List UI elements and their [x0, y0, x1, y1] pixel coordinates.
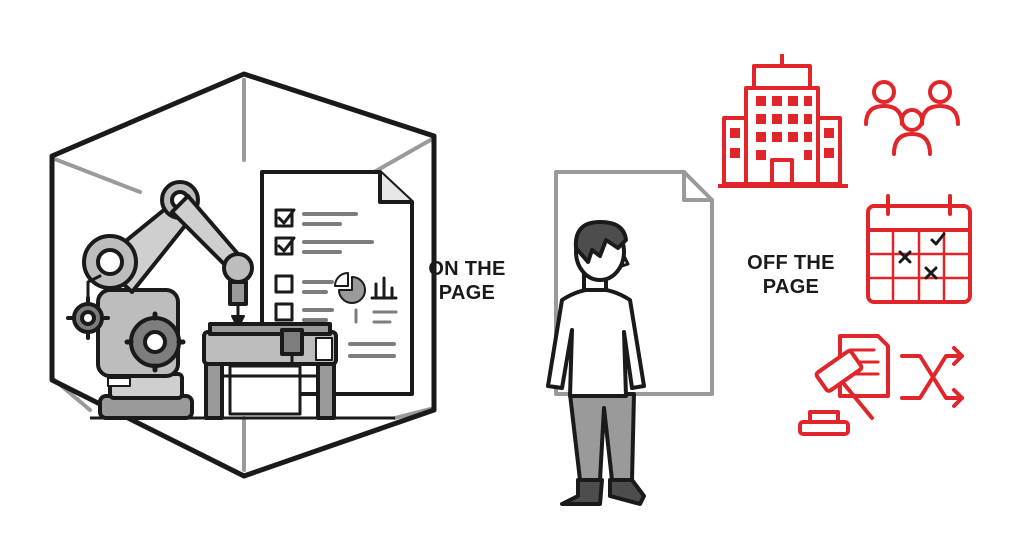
off-the-page-label-line2: PAGE	[762, 276, 820, 298]
hexagon-cube-icon	[49, 71, 437, 479]
person-standing-icon	[546, 170, 714, 506]
shuffle-arrows-icon	[900, 346, 964, 408]
robot-arm-icon	[66, 180, 254, 420]
gavel-document-icon	[798, 334, 890, 436]
people-group-icon	[864, 80, 960, 156]
office-building-icon	[718, 54, 848, 188]
on-the-page-label: ON THE PAGE	[412, 257, 522, 305]
off-the-page-label: OFF THE PAGE	[735, 251, 847, 299]
on-the-page-label-line2: PAGE	[438, 282, 496, 304]
plotter-machine-icon	[202, 322, 338, 420]
calendar-icon	[866, 194, 972, 304]
on-the-page-label-line1: ON THE	[428, 258, 506, 280]
off-the-page-label-line1: OFF THE	[747, 252, 835, 274]
